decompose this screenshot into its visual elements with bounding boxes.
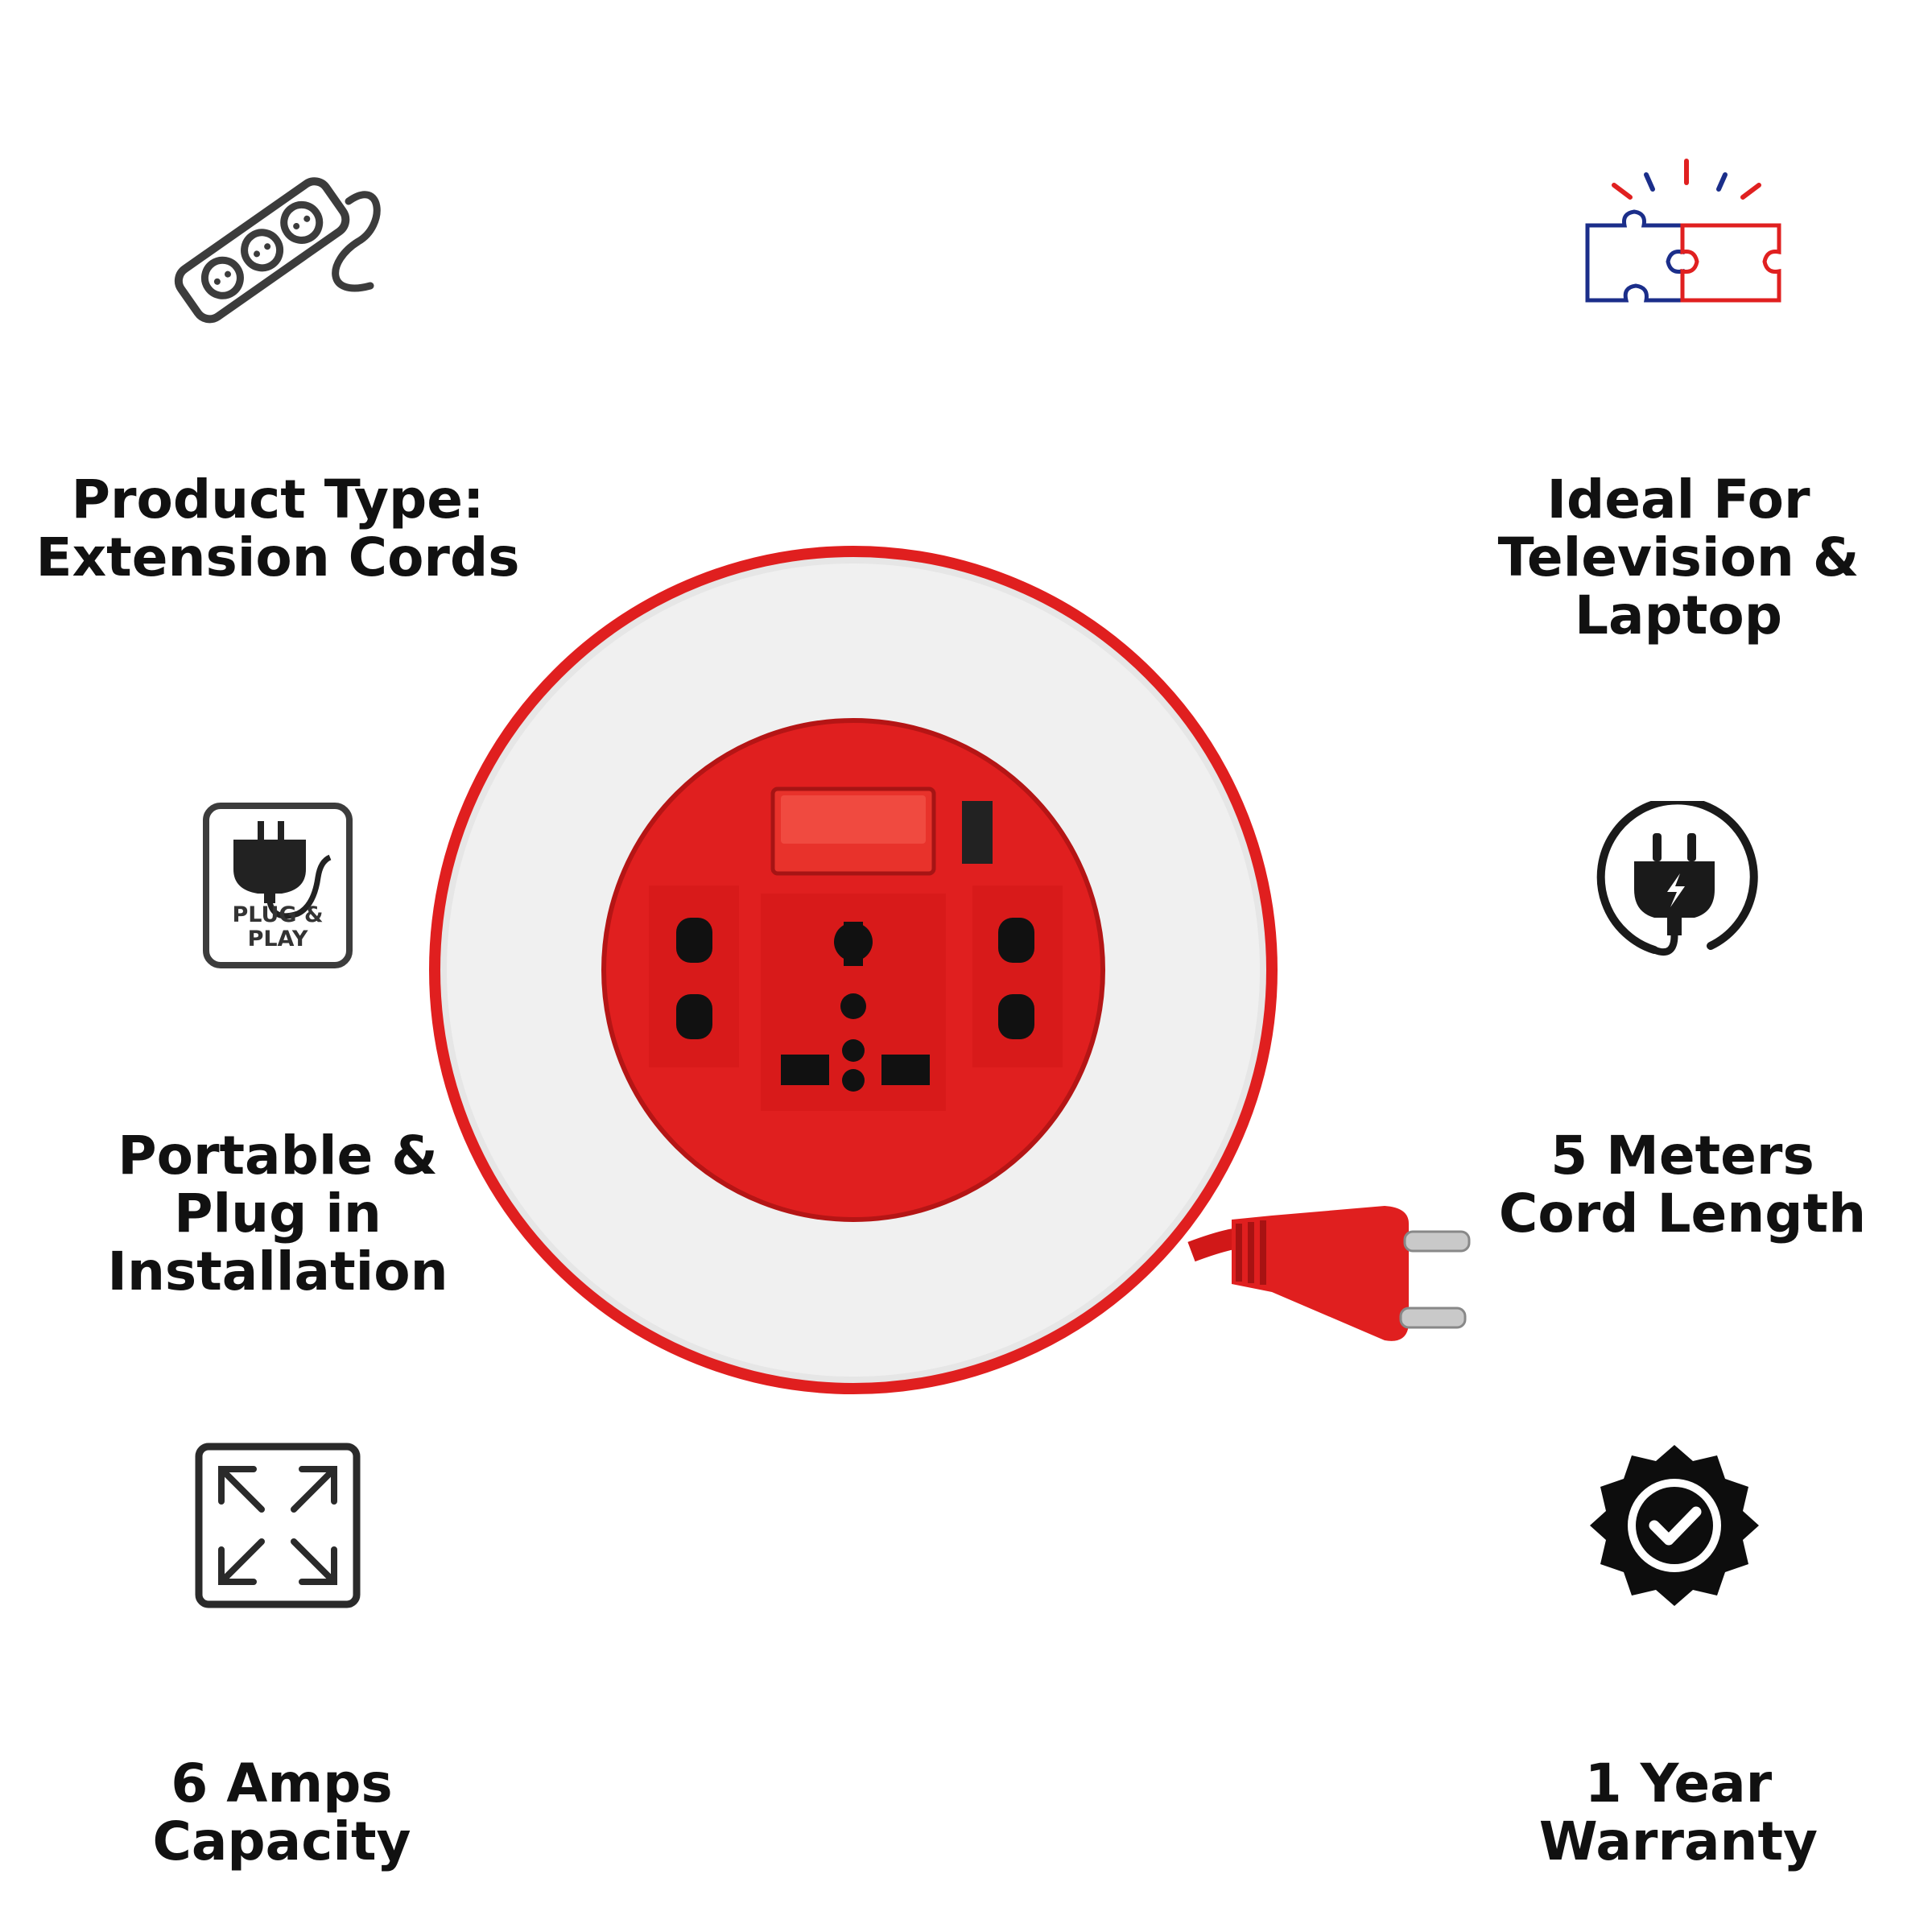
warranty-badge-icon <box>1590 1445 1759 1606</box>
ideal-for-text: Ideal For Television & Laptop <box>1497 469 1860 646</box>
puzzle-icon <box>1585 159 1781 303</box>
power-plug-icon <box>1596 801 1758 956</box>
capacity-text: 6 Amps Capacity <box>152 1752 411 1872</box>
expand-arrows-icon <box>195 1443 361 1608</box>
plug-play-label-top: PLUG & <box>232 902 323 927</box>
power-strip-icon <box>174 177 381 324</box>
plug-and-play-icon: PLUG & PLAY <box>203 803 353 968</box>
extension-reel-image <box>429 546 1471 1394</box>
cord-length-text: 5 Meters Cord Length <box>1498 1125 1867 1245</box>
plug-play-label-bottom: PLAY <box>248 927 308 952</box>
warranty-text: 1 Year Warranty <box>1538 1752 1818 1872</box>
installation-text: Portable & Plug in Installation <box>107 1125 448 1302</box>
product-type-text: Product Type: Extension Cords <box>35 469 520 588</box>
